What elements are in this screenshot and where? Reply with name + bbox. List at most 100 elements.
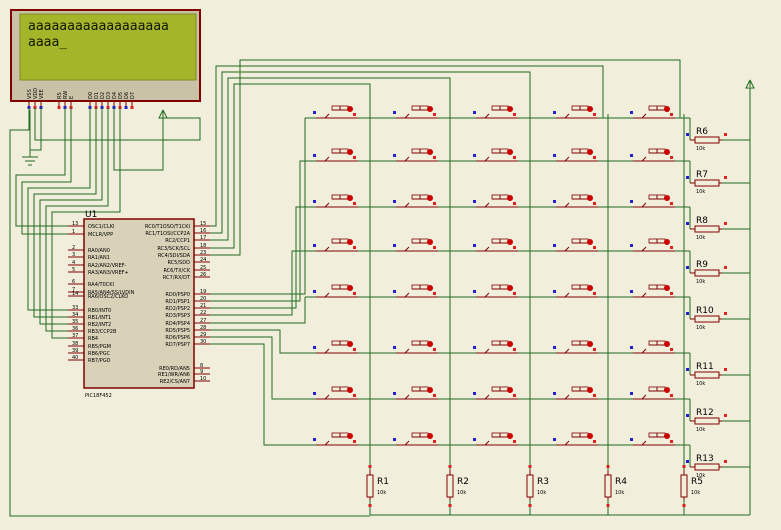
keypad-button[interactable] (553, 340, 598, 354)
pin-number: 40 (72, 355, 78, 361)
keypad-button[interactable] (393, 148, 438, 162)
keypad-button[interactable] (473, 386, 518, 400)
keypad-button[interactable] (313, 340, 358, 354)
keypad-button[interactable] (630, 194, 675, 208)
led-icon (347, 285, 353, 291)
keypad-button[interactable] (473, 340, 518, 354)
lcd-pin: VDD (33, 88, 39, 109)
lcd-pin-label: D3 (106, 92, 112, 99)
pin-number: 7 (72, 287, 75, 293)
keypad-button[interactable] (313, 386, 358, 400)
resistor-ref: R5 (691, 477, 703, 487)
resistor-ref: R12 (696, 408, 714, 418)
keypad-button[interactable] (630, 386, 675, 400)
led-icon (427, 195, 433, 201)
keypad-button[interactable] (393, 386, 438, 400)
keypad-button[interactable] (473, 238, 518, 252)
pin-name: RC0/T1OSO/T1CKI (145, 224, 190, 230)
pin-number: 28 (200, 325, 206, 331)
keypad-button[interactable] (393, 284, 438, 298)
lcd-pin: D7 (130, 92, 136, 109)
keypad-button[interactable] (393, 340, 438, 354)
led-icon (587, 195, 593, 201)
pin-name: RC3/SCK/SCL (157, 246, 190, 252)
mcu-ref: U1 (85, 210, 97, 220)
mcu-part: PIC18F452 (85, 393, 112, 399)
keypad-button[interactable] (553, 238, 598, 252)
keypad-button[interactable] (630, 105, 675, 119)
keypad-button[interactable] (313, 194, 358, 208)
keypad-button[interactable] (630, 238, 675, 252)
led-icon (427, 387, 433, 393)
keypad-button[interactable] (313, 105, 358, 119)
pin-name: RB6/PGC (88, 351, 111, 357)
keypad-button[interactable] (473, 148, 518, 162)
led-icon (507, 106, 513, 112)
pin-name: RD3/PSP3 (165, 313, 190, 319)
keypad-button[interactable] (553, 432, 598, 446)
keypad-button[interactable] (313, 148, 358, 162)
keypad-button[interactable] (553, 105, 598, 119)
keypad-buttons[interactable] (313, 105, 675, 446)
pin-name: RB4 (88, 336, 98, 342)
keypad-button[interactable] (473, 432, 518, 446)
resistor-value: 10k (696, 325, 705, 331)
pin-name: RC1/T1OSI/CCP2A (145, 231, 190, 237)
row-resistors[interactable]: R610kR710kR810kR910kR1010kR1110kR1210kR1… (686, 127, 727, 479)
pin-number: 17 (200, 235, 206, 241)
keypad-button[interactable] (553, 194, 598, 208)
keypad-button[interactable] (313, 238, 358, 252)
pin-number: 24 (200, 257, 206, 263)
keypad-button[interactable] (630, 284, 675, 298)
keypad-button[interactable] (473, 284, 518, 298)
keypad-button[interactable] (630, 340, 675, 354)
lcd-pin-label: VSS (27, 89, 33, 99)
keypad-button[interactable] (393, 105, 438, 119)
lcd-pin: VEE (39, 89, 45, 109)
keypad-button[interactable] (393, 194, 438, 208)
keypad-button[interactable] (473, 194, 518, 208)
keypad-button[interactable] (393, 432, 438, 446)
keypad-button[interactable] (630, 148, 675, 162)
row-resistor[interactable]: R13 10k (686, 454, 727, 479)
lcd-pin: VSS (27, 89, 33, 109)
led-icon (507, 387, 513, 393)
keypad-button[interactable] (393, 238, 438, 252)
lcd-pin-label: D6 (124, 92, 130, 99)
keypad-button[interactable] (553, 386, 598, 400)
pin-name: RA4/T0CKI (88, 282, 114, 288)
keypad-button[interactable] (313, 284, 358, 298)
keypad-button[interactable] (553, 284, 598, 298)
resistor-ref: R13 (696, 454, 714, 464)
keypad-button[interactable] (313, 432, 358, 446)
keypad-button[interactable] (553, 148, 598, 162)
led-icon (587, 285, 593, 291)
resistor-value: 10k (696, 473, 705, 479)
pin-name: RA6/OSC2/CLKO (88, 294, 128, 300)
keypad-button[interactable] (473, 105, 518, 119)
keypad-button[interactable] (630, 432, 675, 446)
